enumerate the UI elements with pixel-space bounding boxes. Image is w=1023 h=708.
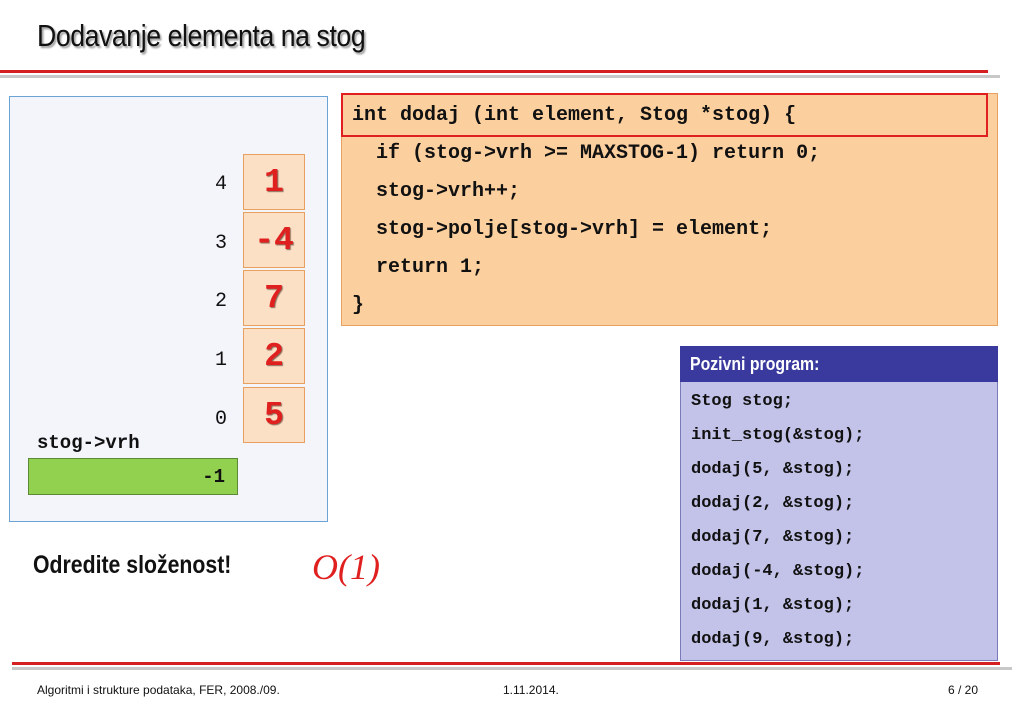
caller-header: Pozivni program: [680,346,998,382]
footer-course: Algoritmi i strukture podataka, FER, 200… [37,683,280,697]
code-line: stog->vrh++; [352,180,521,203]
stack-index: 1 [214,349,227,372]
caller-line: init_stog(&stog); [691,426,865,445]
footer-divider-shadow [12,667,1012,670]
code-line: } [352,294,365,317]
caller-panel [680,346,998,661]
code-line: stog->polje[stog->vrh] = element; [352,218,773,241]
stack-top-label: stog->vrh [37,432,140,454]
stack-index: 3 [214,232,227,255]
stack-cell: 1 [243,154,305,210]
caller-line: dodaj(2, &stog); [691,494,855,513]
slide-title: Dodavanje elementa na stog [37,18,366,53]
caller-line: dodaj(5, &stog); [691,460,855,479]
signature-highlight [341,93,988,137]
stack-cell: 7 [243,270,305,326]
caller-line: dodaj(9, &stog); [691,630,855,649]
stack-cell: 2 [243,328,305,384]
caller-line: dodaj(-4, &stog); [691,562,865,581]
stack-index: 2 [214,290,227,313]
stack-cell: -4 [243,212,305,268]
caller-line: dodaj(7, &stog); [691,528,855,547]
caller-header-label: Pozivni program: [690,353,820,374]
code-line: int dodaj (int element, Stog *stog) { [352,104,797,127]
caller-line: Stog stog; [691,392,794,411]
stack-index: 4 [214,173,227,196]
stack-index: 0 [214,408,227,431]
code-line: if (stog->vrh >= MAXSTOG-1) return 0; [352,142,821,165]
footer-date: 1.11.2014. [503,683,559,697]
code-block [341,93,998,326]
footer-page-number: 6 / 20 [948,683,979,697]
stack-top-value: -1 [28,458,238,495]
footer-divider-red [12,662,1000,665]
complexity-answer: O(1) [312,547,380,587]
title-divider-shadow [0,75,1000,78]
title-divider-red [0,70,988,73]
code-line: return 1; [352,256,485,279]
caller-line: dodaj(1, &stog); [691,596,855,615]
complexity-question: Odredite složenost! [33,551,232,579]
stack-cell: 5 [243,387,305,443]
